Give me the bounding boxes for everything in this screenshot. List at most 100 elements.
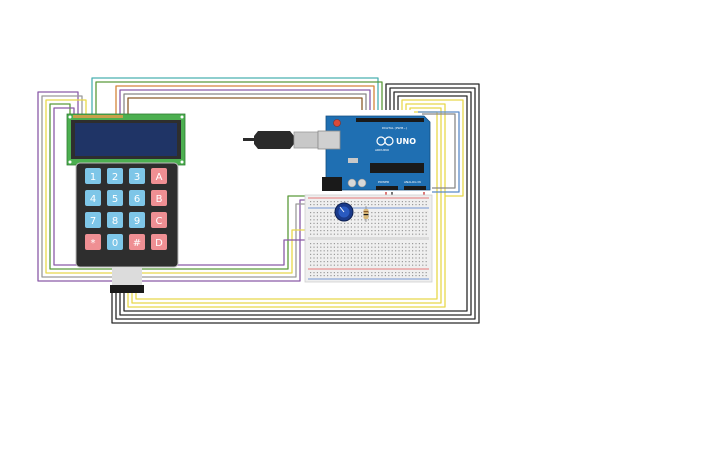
reset-button[interactable] <box>333 119 341 127</box>
keypad-key-3[interactable]: 3 <box>129 168 145 184</box>
breadboard-hole <box>422 243 424 245</box>
keypad-key-0[interactable]: 0 <box>107 234 123 250</box>
keypad-key-1[interactable]: 1 <box>85 168 101 184</box>
wire-black-2[interactable] <box>115 87 476 320</box>
breadboard-hole <box>415 222 417 224</box>
resistor[interactable] <box>363 206 369 222</box>
breadboard-hole <box>381 264 383 266</box>
breadboard-hole <box>354 222 356 224</box>
keypad-key-2[interactable]: 2 <box>107 168 123 184</box>
breadboard-hole <box>384 215 386 217</box>
wire-yellow-1[interactable] <box>401 99 464 197</box>
breadboard-hole <box>344 233 346 235</box>
potentiometer[interactable] <box>334 202 354 222</box>
wire-brown-lcd[interactable] <box>127 97 363 114</box>
breadboard-hole <box>381 261 383 263</box>
breadboard-hole <box>340 226 342 228</box>
resistor-band-1 <box>363 211 369 213</box>
breadboard-hole <box>327 222 329 224</box>
keypad-key-c[interactable]: C <box>151 212 167 228</box>
breadboard-hole <box>313 201 315 203</box>
breadboard-hole <box>313 272 315 274</box>
breadboard-hole <box>354 272 356 274</box>
breadboard-hole <box>316 212 318 214</box>
breadboard-hole <box>344 201 346 203</box>
wire-grey-left[interactable] <box>41 95 312 278</box>
wire-teal-lcd[interactable] <box>91 77 379 114</box>
keypad-key-d[interactable]: D <box>151 234 167 250</box>
breadboard-hole <box>405 253 407 255</box>
wire-blue-right[interactable] <box>418 111 460 193</box>
wire-green-lcd[interactable] <box>95 81 383 114</box>
wire-black-3[interactable] <box>119 91 472 316</box>
breadboard-hole <box>333 222 335 224</box>
breadboard-hole <box>310 222 312 224</box>
wire-black-outer[interactable] <box>111 83 480 324</box>
keypad-key-b[interactable]: B <box>151 190 167 206</box>
breadboard-hole <box>323 222 325 224</box>
usb-cable[interactable] <box>243 131 319 149</box>
wire-black-4[interactable] <box>123 95 468 312</box>
breadboard-hole <box>388 215 390 217</box>
breadboard-hole <box>330 250 332 252</box>
capacitor-2 <box>357 178 367 188</box>
breadboard-hole <box>367 253 369 255</box>
wire-grey-lcd[interactable] <box>123 93 367 114</box>
breadboard[interactable] <box>304 194 433 283</box>
breadboard-hole <box>384 212 386 214</box>
breadboard-hole <box>401 243 403 245</box>
breadboard-hole <box>384 201 386 203</box>
breadboard-hole <box>381 204 383 206</box>
breadboard-hole <box>408 250 410 252</box>
wire-yellow-2[interactable] <box>127 103 446 308</box>
keypad-connector <box>110 267 144 293</box>
keypad-key-5[interactable]: 5 <box>107 190 123 206</box>
wire-orange-lcd[interactable] <box>115 85 375 114</box>
wire-yellow-left[interactable] <box>45 99 340 274</box>
breadboard-hole <box>354 261 356 263</box>
breadboard-hole <box>422 275 424 277</box>
breadboard-hole <box>412 222 414 224</box>
breadboard-hole <box>340 246 342 248</box>
wire-purple-left[interactable] <box>37 91 312 282</box>
breadboard-hole <box>415 212 417 214</box>
breadboard-hole <box>327 246 329 248</box>
keypad-key-a[interactable]: A <box>151 168 167 184</box>
keypad-key-hash[interactable]: # <box>129 234 145 250</box>
breadboard-hole <box>333 243 335 245</box>
breadboard-hole <box>316 204 318 206</box>
breadboard-hole <box>323 233 325 235</box>
lcd-display[interactable] <box>66 113 186 166</box>
wire-grey-right[interactable] <box>422 113 456 189</box>
keypad-key-8[interactable]: 8 <box>107 212 123 228</box>
breadboard-hole <box>415 246 417 248</box>
breadboard-hole <box>310 246 312 248</box>
wire-green-left[interactable] <box>49 103 312 270</box>
breadboard-hole <box>374 250 376 252</box>
breadboard-hole <box>388 226 390 228</box>
keypad-key-4[interactable]: 4 <box>85 190 101 206</box>
lcd-mount-hole-br <box>180 160 184 164</box>
wire-yellow-3[interactable] <box>131 107 442 304</box>
breadboard-hole <box>371 257 373 259</box>
breadboard-hole <box>361 257 363 259</box>
keypad-key-7[interactable]: 7 <box>85 212 101 228</box>
breadboard-hole <box>330 212 332 214</box>
breadboard-hole <box>425 264 427 266</box>
breadboard-hole <box>361 264 363 266</box>
arduino-uno[interactable]: UNO ARDUINO DIGITAL (PWM~) POWER ANALOG … <box>317 115 431 191</box>
breadboard-hole <box>337 246 339 248</box>
keypad-key-9[interactable]: 9 <box>129 212 145 228</box>
keypad-key-6[interactable]: 6 <box>129 190 145 206</box>
lcd-mount-hole-tr <box>180 115 184 119</box>
breadboard-hole <box>323 250 325 252</box>
wire-purple-lcd[interactable] <box>119 89 371 114</box>
breadboard-hole <box>364 201 366 203</box>
breadboard-hole <box>367 204 369 206</box>
breadboard-hole <box>337 226 339 228</box>
breadboard-hole <box>398 264 400 266</box>
keypad-key-star[interactable]: * <box>85 234 101 250</box>
breadboard-hole <box>323 226 325 228</box>
